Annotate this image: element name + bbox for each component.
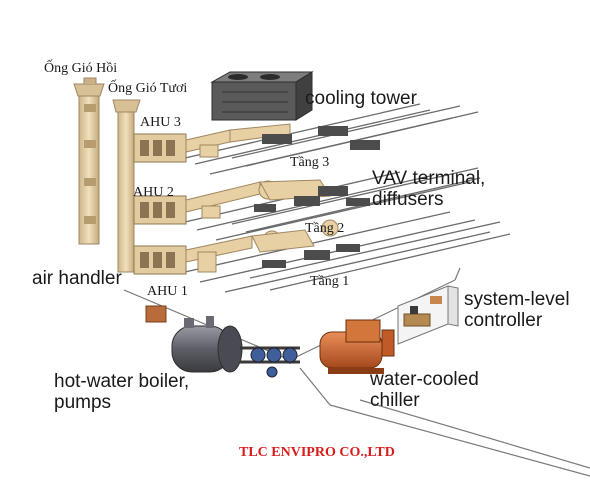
return-air-duct-label: Ống Gió Hồi bbox=[44, 61, 118, 76]
floor-2-label: Tầng 2 bbox=[305, 221, 345, 236]
floor-2-ductwork bbox=[254, 179, 370, 212]
water-cooled-chiller bbox=[319, 319, 395, 374]
ahu-2-label: AHU 2 bbox=[133, 185, 174, 200]
cooling-tower-label: cooling tower bbox=[305, 88, 417, 109]
hot-water-boiler bbox=[171, 316, 243, 373]
ahu-2-unit bbox=[133, 181, 261, 225]
fresh-air-shaft bbox=[112, 99, 141, 273]
company-name: TLC ENVIPRO CO.,LTD bbox=[239, 445, 395, 460]
controller-room bbox=[397, 285, 459, 345]
fresh-air-duct-label: Ống Gió Tươi bbox=[108, 81, 188, 96]
ahu-3-unit bbox=[133, 129, 231, 163]
floor-3-ductwork bbox=[229, 123, 380, 150]
ahu-3-label: AHU 3 bbox=[140, 115, 181, 130]
ahu-1-label: AHU 1 bbox=[147, 284, 188, 299]
floor-slab-1 bbox=[184, 211, 511, 293]
floor-1-ductwork bbox=[251, 219, 360, 268]
pump-unit bbox=[145, 305, 167, 323]
ahu-1-unit bbox=[133, 235, 253, 275]
boiler-pumps-label: hot-water boiler, pumps bbox=[54, 371, 190, 413]
floor-slab-3 bbox=[184, 103, 479, 175]
pumps bbox=[240, 346, 300, 378]
chiller-label: water-cooled chiller bbox=[370, 369, 479, 411]
vav-terminal-label: VAV terminal, diffusers bbox=[372, 168, 486, 210]
return-air-shaft bbox=[73, 77, 105, 245]
air-handler-label: air handler bbox=[32, 268, 122, 289]
cooling-tower bbox=[210, 71, 314, 121]
floor-1-label: Tầng 1 bbox=[310, 274, 350, 289]
system-controller-label: system-level controller bbox=[464, 289, 570, 331]
floor-3-label: Tầng 3 bbox=[290, 155, 330, 170]
